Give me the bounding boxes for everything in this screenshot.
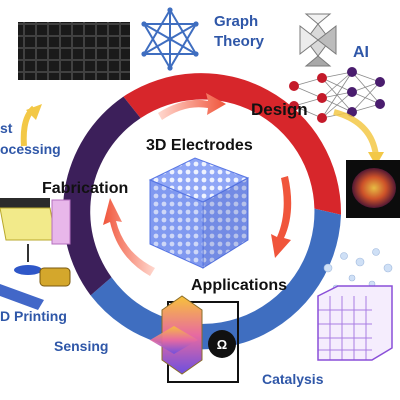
sem-lattice-image [18, 22, 130, 80]
cycle-arrow-applications [271, 176, 292, 258]
ai-octahedron-icon [299, 13, 337, 67]
catalysis-label: Catalysis [262, 371, 324, 387]
cycle-arrow-design [158, 93, 226, 120]
post-processing-arrow [20, 104, 42, 147]
sensing-setup [150, 295, 239, 383]
design-output-image [346, 160, 400, 218]
ring-segment-fabrication [62, 96, 141, 296]
applications-label: Applications [191, 277, 287, 294]
resistance-meter-icon: Ω [208, 330, 236, 358]
cycle-arrow-fabrication [103, 198, 155, 276]
printing-label: D Printing [0, 308, 67, 324]
post-processing-label-line2: ocessing [0, 141, 61, 157]
ring-segment-applications [90, 208, 341, 350]
graph-theory-label-line2: Theory [214, 33, 265, 50]
catalysis-lattice-image [317, 248, 393, 361]
ohm-symbol: Ω [217, 337, 227, 352]
ring-segment-design [123, 73, 342, 215]
lattice-cube-image [148, 157, 250, 269]
graph-theory-label-line1: Graph [214, 13, 258, 30]
design-label: Design [251, 100, 308, 119]
neural-network-icon [289, 67, 385, 166]
post-processing-label-line1: st [0, 120, 13, 136]
ai-label: AI [353, 44, 369, 61]
center-title: 3D Electrodes [146, 137, 253, 154]
fabrication-label: Fabrication [42, 180, 128, 197]
sensing-label: Sensing [54, 338, 108, 354]
graph-theory-star-icon [141, 7, 199, 71]
printer-nozzle-icon [0, 198, 71, 310]
